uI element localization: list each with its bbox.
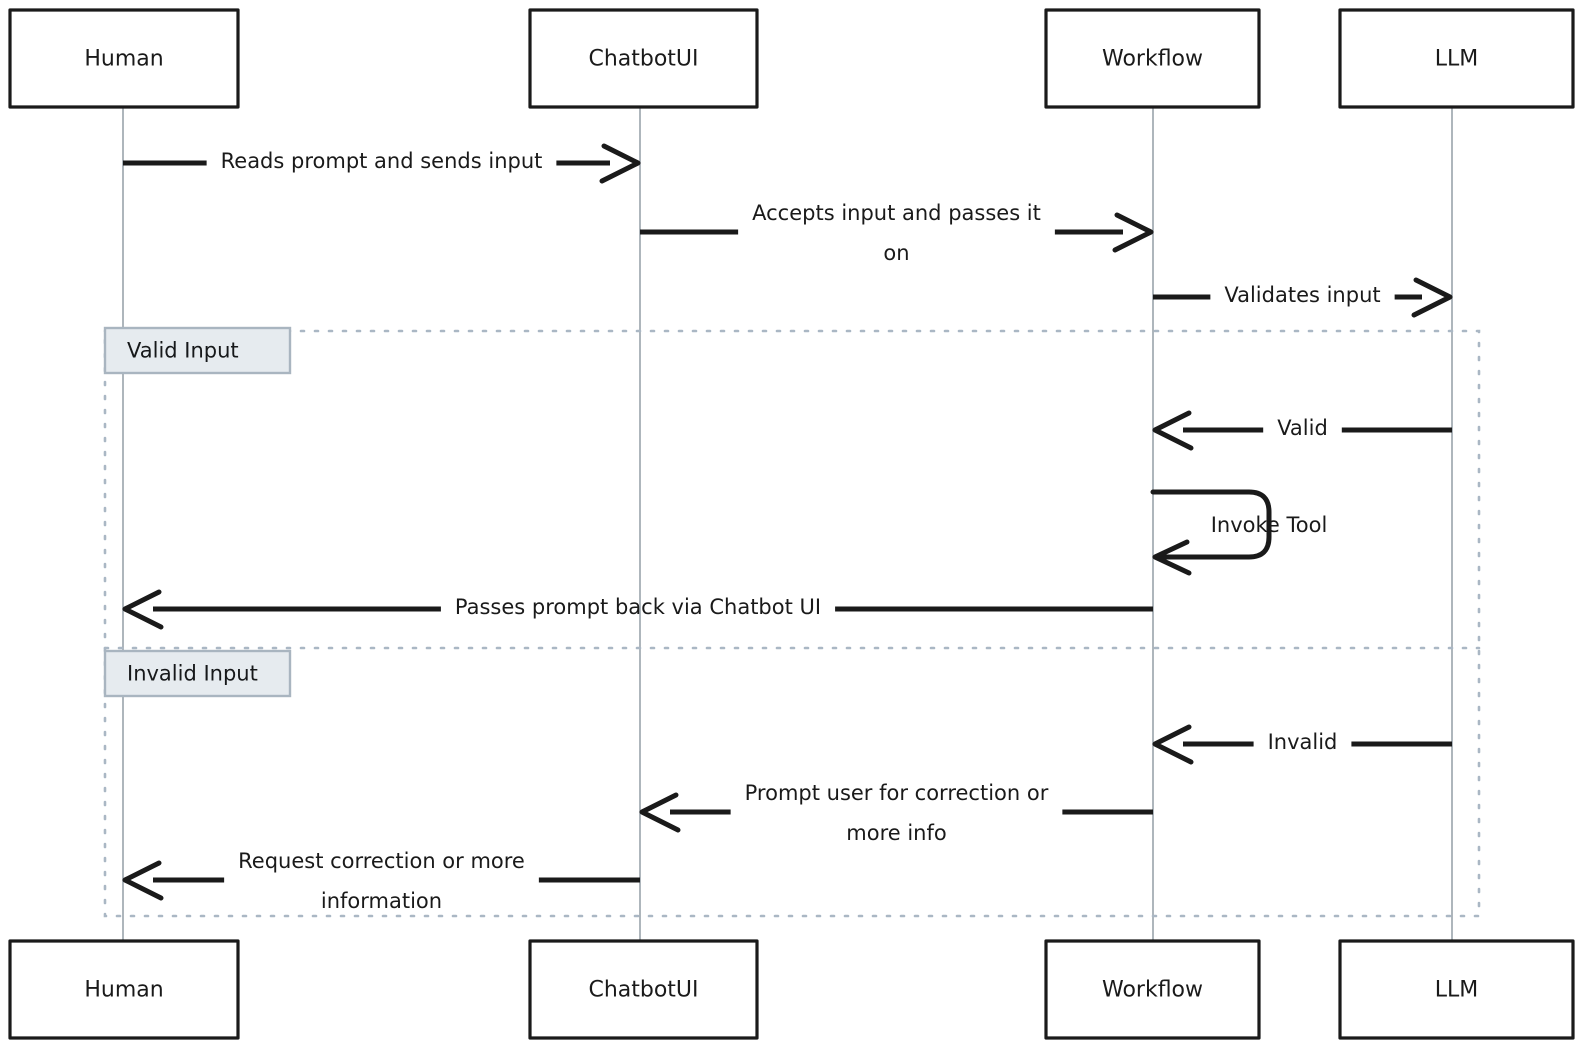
message-m3: Validates input (1153, 277, 1453, 318)
message-label-m1: Reads prompt and sends input (221, 149, 543, 173)
participant-workflow-bottom[interactable]: Workflow (1044, 939, 1261, 1040)
arrowhead-m4 (1152, 410, 1194, 451)
alt-tab-label-invalid: Invalid Input (127, 662, 258, 686)
participant-label-chatbotui-bottom: ChatbotUI (588, 978, 698, 1003)
alt-block-layer (103, 329, 1481, 918)
alt-section-tab-valid: Valid Input (103, 326, 292, 375)
participant-label-human-bottom: Human (84, 978, 163, 1003)
participant-box-chatbotui-top[interactable] (528, 8, 759, 109)
message-label-m3: Validates input (1224, 283, 1380, 307)
participant-box-workflow-top[interactable] (1044, 8, 1261, 109)
participant-label-workflow-bottom: Workflow (1102, 978, 1203, 1003)
participant-label-llm-bottom: LLM (1435, 978, 1479, 1003)
participant-llm-top[interactable]: LLM (1338, 8, 1575, 109)
participant-llm-bottom[interactable]: LLM (1338, 939, 1575, 1040)
participant-chatbotui-top[interactable]: ChatbotUI (528, 8, 759, 109)
participant-label-llm-top: LLM (1435, 47, 1479, 72)
participant-label-chatbotui-top: ChatbotUI (588, 47, 698, 72)
message-label-m9-line1: Request correction or more (238, 849, 525, 873)
participant-box-human-bottom[interactable] (8, 939, 240, 1040)
arrowhead-m2 (1112, 212, 1154, 253)
message-m4: Valid (1152, 410, 1452, 451)
arrowhead-m9 (122, 860, 164, 901)
arrowhead-m6 (122, 589, 164, 630)
participant-box-llm-bottom[interactable] (1338, 939, 1575, 1040)
message-label-m8-line1: Prompt user for correction or (745, 781, 1049, 805)
message-m9: Request correction or more information (122, 849, 640, 913)
arrowhead-m1 (599, 143, 641, 184)
message-label-m9-line2: information (321, 889, 442, 913)
message-m6: Passes prompt back via Chatbot UI (122, 589, 1153, 630)
message-m8: Prompt user for correction or more info (639, 781, 1153, 845)
message-m1: Reads prompt and sends input (123, 143, 641, 184)
message-label-m6: Passes prompt back via Chatbot UI (455, 595, 821, 619)
message-m5: Invoke Tool (1150, 489, 1328, 576)
participant-label-workflow-top: Workflow (1102, 47, 1203, 72)
participant-box-chatbotui-bottom[interactable] (528, 939, 759, 1040)
self-loop-path (1150, 489, 1272, 560)
participants-layer: HumanHumanChatbotUIChatbotUIWorkflowWork… (8, 8, 1575, 1040)
message-label-m5: Invoke Tool (1211, 513, 1328, 537)
alt-tab-box-invalid (103, 649, 292, 698)
alt-block-frame (103, 329, 1481, 918)
arrowhead-m7 (1152, 724, 1194, 765)
arrowhead-m3 (1411, 277, 1453, 318)
alt-section-tab-invalid: Invalid Input (103, 649, 292, 698)
participant-human-bottom[interactable]: Human (8, 939, 240, 1040)
participant-box-llm-top[interactable] (1338, 8, 1575, 109)
alt-tab-box-valid (103, 326, 292, 375)
participant-workflow-top[interactable]: Workflow (1044, 8, 1261, 109)
message-m2: Accepts input and passes it on (640, 201, 1154, 265)
message-label-m8-line2: more info (846, 821, 946, 845)
participant-label-human-top: Human (84, 47, 163, 72)
alt-tab-label-valid: Valid Input (127, 339, 239, 363)
participant-box-workflow-bottom[interactable] (1044, 939, 1261, 1040)
arrowhead-m8 (639, 792, 681, 833)
participant-box-human-top[interactable] (8, 8, 240, 109)
participant-human-top[interactable]: Human (8, 8, 240, 109)
lifelines-layer (122, 107, 1453, 941)
participant-chatbotui-bottom[interactable]: ChatbotUI (528, 939, 759, 1040)
message-m7: Invalid (1152, 724, 1452, 765)
self-loop-arrowhead (1152, 539, 1192, 576)
message-label-m7: Invalid (1268, 730, 1338, 754)
message-label-m2-line1: Accepts input and passes it (752, 201, 1041, 225)
message-label-m4: Valid (1277, 416, 1328, 440)
message-label-m2-line2: on (883, 241, 909, 265)
